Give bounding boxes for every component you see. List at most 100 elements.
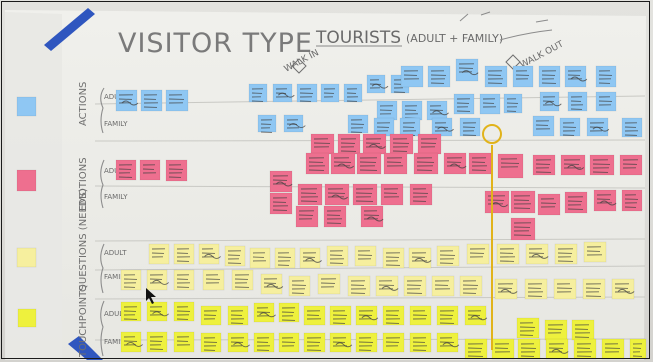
sticky-note-paper: [427, 65, 451, 88]
sticky-note-doodle: [331, 194, 349, 200]
sticky-note-doodle: [275, 181, 293, 187]
sticky-note-paper: [510, 217, 536, 241]
questions-label: QUESTIONS (NEEDS): [78, 188, 89, 292]
sticky-note-paper: [564, 191, 588, 214]
sticky-note: [382, 305, 405, 326]
sticky-note-paper: [380, 183, 404, 206]
sticky-note: [554, 243, 578, 265]
sticky-note: [479, 93, 501, 115]
blue-tape-top-left: [44, 8, 95, 51]
left-yellow-note-2: [17, 308, 37, 328]
emotions-sublabel-family: FAMILY: [104, 193, 128, 201]
touchpoints-label: TOUCHPOINTS: [78, 284, 89, 358]
touchpoints-sublabel-family: FAMILY: [104, 338, 128, 346]
sticky-note-paper: [564, 65, 587, 88]
sticky-note: [510, 217, 536, 241]
sticky-note-paper: [525, 243, 549, 265]
sticky-note-paper: [510, 190, 536, 214]
sticky-note: [589, 154, 615, 176]
sticky-note: [146, 301, 169, 322]
sticky-note: [417, 133, 442, 155]
sticky-note: [173, 331, 195, 353]
sticky-note: [165, 89, 189, 112]
sticky-note-doodle: [259, 312, 276, 318]
sticky-note: [173, 269, 195, 291]
sticky-note-paper: [360, 205, 384, 228]
sticky-note-doodle: [599, 200, 617, 206]
sticky-note-paper: [362, 133, 387, 155]
sticky-note-doodle: [442, 342, 460, 348]
sticky-note: [524, 278, 548, 300]
sticky-note: [329, 305, 352, 326]
sticky-note: [583, 241, 607, 263]
sticky-note: [516, 317, 540, 339]
sticky-note-paper: [532, 115, 555, 137]
sticky-note: [224, 245, 246, 267]
sticky-note-doodle: [551, 348, 569, 354]
sticky-note: [399, 117, 421, 137]
sticky-note-paper: [621, 189, 643, 212]
sticky-note: [464, 338, 488, 360]
sticky-note-doodle: [371, 83, 389, 89]
sticky-note: [586, 117, 610, 137]
sticky-note-paper: [295, 205, 319, 228]
sticky-note: [173, 301, 195, 322]
sticky-note: [375, 275, 399, 297]
questions-sublabel-adult: ADULT: [104, 249, 127, 257]
left-yellow-note-1: [16, 247, 37, 268]
sticky-note: [431, 275, 455, 297]
sticky-note: [366, 74, 389, 94]
sticky-note: [120, 269, 142, 291]
sticky-note: [436, 332, 460, 353]
sticky-note: [376, 100, 398, 121]
sticky-note-paper: [383, 152, 408, 175]
sticky-note: [324, 183, 350, 206]
sticky-note: [380, 183, 404, 206]
sticky-note: [496, 243, 520, 265]
sticky-note: [503, 93, 523, 114]
touchpoints-label-group: TOUCHPOINTS: [78, 284, 89, 358]
sticky-note: [453, 93, 475, 115]
sticky-note: [303, 305, 326, 326]
sticky-note: [296, 83, 318, 103]
board-title-main: VISITOR TYPE: [118, 28, 313, 59]
sticky-note: [320, 83, 340, 103]
sticky-note-paper: [115, 89, 138, 112]
sticky-note: [510, 190, 536, 214]
sticky-note-paper: [491, 338, 515, 360]
sticky-note: [443, 152, 467, 175]
sticky-note-paper: [611, 278, 635, 300]
sticky-note-doodle: [570, 76, 588, 82]
sticky-note: [165, 159, 188, 182]
sticky-note: [491, 338, 515, 360]
sticky-note-paper: [139, 159, 161, 181]
sticky-note-paper: [305, 152, 330, 175]
board-title-sub: TOURISTS: [315, 28, 401, 48]
sticky-note-paper: [173, 331, 195, 353]
sticky-note: [278, 332, 300, 353]
sticky-note: [431, 117, 454, 137]
sticky-note-doodle: [491, 202, 509, 208]
sticky-note-doodle: [545, 101, 562, 107]
sticky-note: [272, 83, 295, 103]
sticky-note-doodle: [335, 342, 353, 348]
sticky-note: [352, 183, 378, 206]
blue-tape-bottom-left: [68, 336, 103, 360]
sticky-note: [200, 305, 222, 326]
sticky-note: [436, 305, 459, 326]
touchpoints-bracket: [100, 300, 105, 357]
sticky-note: [354, 245, 377, 267]
sticky-note: [564, 191, 588, 214]
sticky-note: [621, 117, 643, 138]
sticky-note-doodle: [531, 253, 549, 259]
actions-label-group: ACTIONS: [78, 82, 89, 126]
sticky-note: [455, 58, 479, 82]
sticky-note-doodle: [361, 315, 379, 321]
emotions-label: EMOTIONS: [78, 157, 89, 211]
sticky-note: [571, 319, 595, 341]
row-line-touchpoints-top: [94, 296, 646, 300]
sticky-note-paper: [310, 133, 335, 155]
sticky-note-paper: [443, 152, 467, 175]
sticky-note-doodle: [470, 315, 488, 321]
left-blue-note: [16, 96, 37, 117]
